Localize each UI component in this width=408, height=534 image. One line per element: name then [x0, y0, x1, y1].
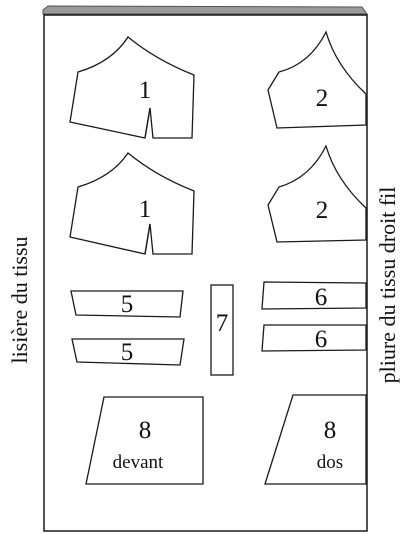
piece-number: 2	[316, 197, 329, 224]
pattern-piece-8-front: 8 devant	[85, 396, 204, 485]
pattern-piece-5-top: 5	[70, 290, 184, 318]
pattern-piece-8-back: 8 dos	[264, 394, 367, 485]
piece-number: 1	[139, 196, 152, 223]
piece-number: 8	[139, 417, 152, 444]
fold-grain-label: pliure du tissu droit fil	[375, 187, 400, 384]
pattern-piece-1-bottom: 1	[69, 152, 195, 255]
piece-number: 1	[139, 77, 152, 104]
pattern-piece-6-bottom: 6	[261, 324, 367, 353]
piece-caption: devant	[113, 452, 164, 473]
piece-number: 2	[316, 85, 329, 112]
selvage-label: lisière du tissu	[7, 236, 32, 363]
piece-number: 8	[324, 417, 337, 444]
piece-number: 6	[315, 326, 328, 353]
pattern-piece-2-bottom: 2	[267, 144, 367, 243]
piece-caption: dos	[317, 452, 343, 473]
fabric-fold-shadow	[42, 5, 368, 15]
pattern-piece-1-top: 1	[69, 36, 195, 139]
pattern-piece-5-bottom: 5	[71, 338, 185, 366]
pattern-piece-6-top: 6	[261, 281, 367, 311]
piece-number: 6	[315, 284, 328, 311]
piece-number: 7	[216, 310, 229, 337]
piece-number: 5	[121, 339, 134, 366]
pattern-piece-7: 7	[210, 284, 234, 376]
piece-number: 5	[121, 291, 134, 318]
pattern-piece-2-top: 2	[267, 30, 367, 129]
